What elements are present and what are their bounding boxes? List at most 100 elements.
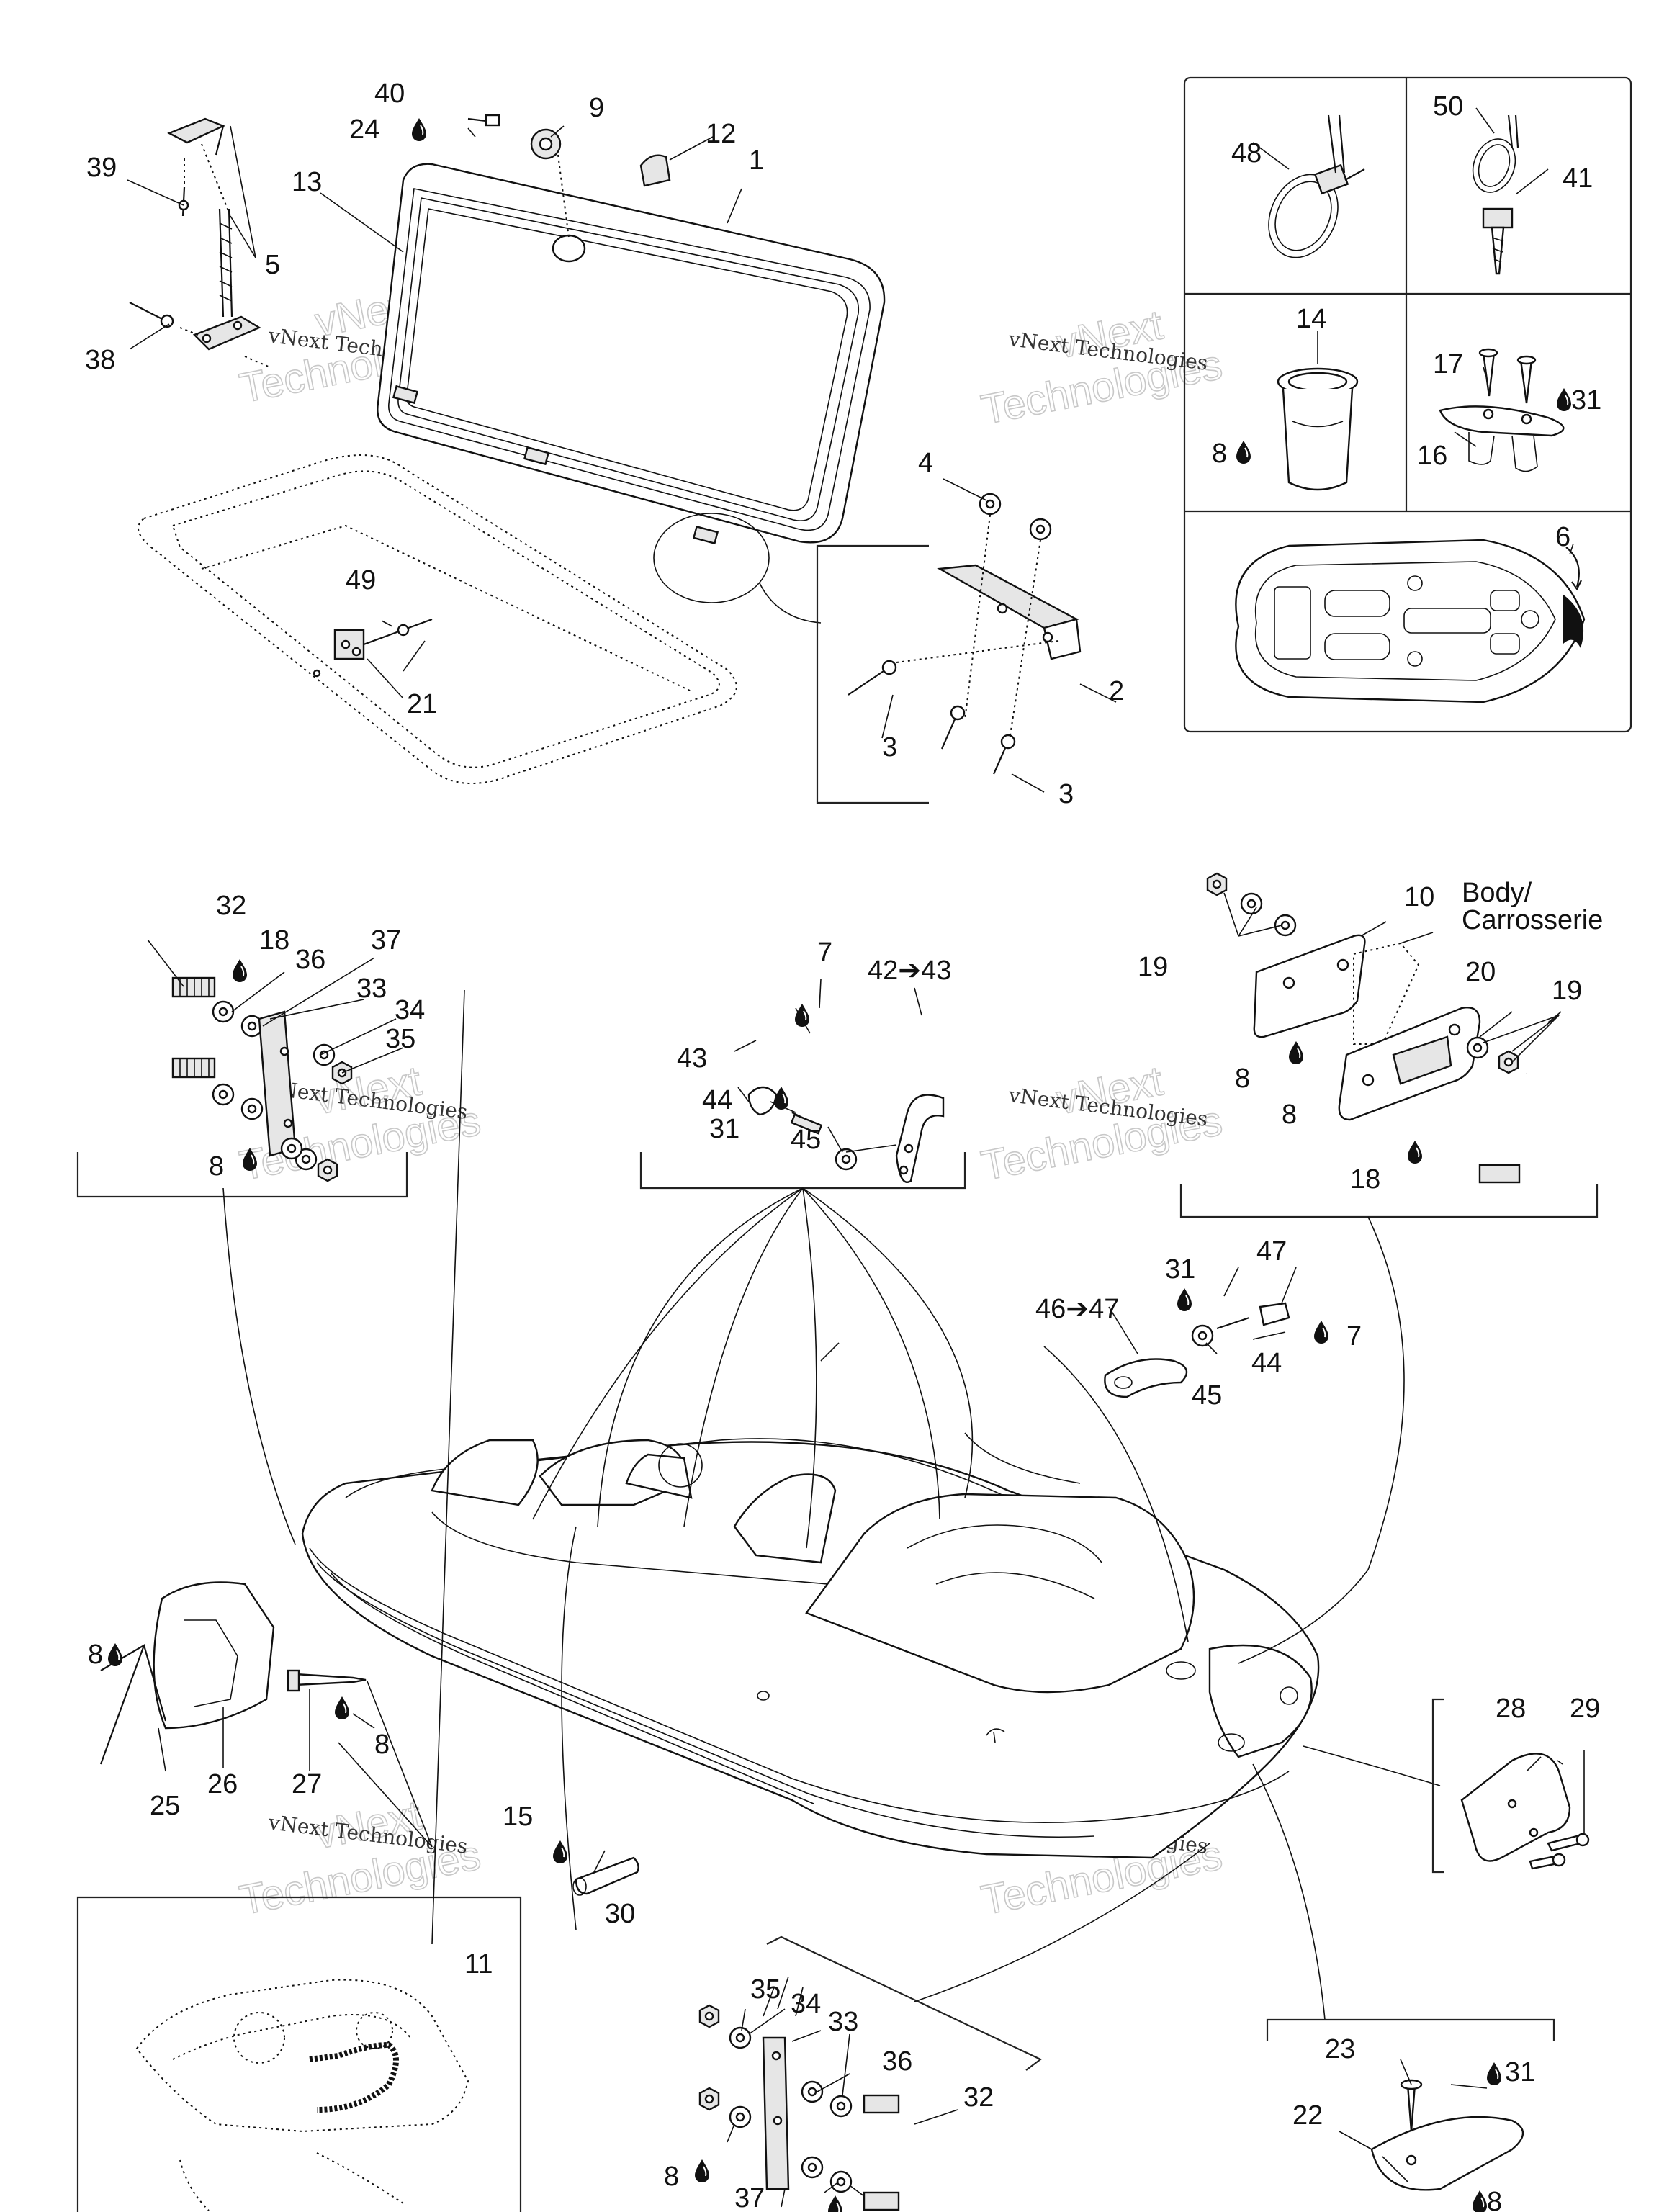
adhesive-drop-icon	[1556, 387, 1572, 412]
callout-32: 32	[963, 2082, 994, 2113]
adhesive-drop-icon	[1407, 1140, 1423, 1164]
callout-31: 31	[1571, 385, 1601, 415]
adhesive-drop-icon	[773, 1086, 789, 1110]
callout-38: 38	[85, 345, 115, 375]
callout-40: 40	[374, 78, 405, 109]
leader-lines	[127, 107, 1585, 2208]
callout-48: 48	[1231, 138, 1262, 168]
adhesive-drop-icon	[1472, 2190, 1488, 2212]
callout-5: 5	[265, 250, 280, 280]
ubolt-assembly-left	[76, 976, 408, 1198]
callout-16: 16	[1417, 441, 1447, 471]
callout-17: 17	[1433, 349, 1463, 379]
callout-39: 39	[86, 153, 117, 183]
adhesive-drop-icon	[1313, 1320, 1329, 1344]
callout-32: 32	[216, 891, 246, 921]
callout-18: 18	[259, 925, 289, 956]
callout-34: 34	[395, 995, 425, 1025]
callout-47: 47	[1256, 1236, 1287, 1267]
callout-31: 31	[1165, 1254, 1195, 1285]
callout-27: 27	[292, 1769, 322, 1799]
callout-8: 8	[1235, 1064, 1250, 1094]
adhesive-drop-icon	[694, 2159, 710, 2183]
body-label: Carrosserie	[1462, 905, 1603, 935]
callout-25: 25	[150, 1791, 180, 1821]
callout-19: 19	[1552, 976, 1582, 1006]
callout-15: 15	[503, 1802, 533, 1832]
adhesive-drop-icon	[411, 117, 427, 142]
callout-22: 22	[1292, 2100, 1323, 2131]
callout-8: 8	[1282, 1100, 1297, 1130]
callout-24: 24	[349, 114, 379, 145]
adhesive-drop-icon	[1288, 1040, 1304, 1065]
callout-8: 8	[1212, 439, 1227, 469]
callout-26: 26	[207, 1769, 238, 1799]
callout-18: 18	[1350, 1164, 1380, 1195]
adhesive-drop-icon	[794, 1003, 810, 1028]
callout-12: 12	[706, 119, 736, 149]
callout-44: 44	[702, 1085, 732, 1115]
adhesive-drop-icon	[827, 2195, 843, 2212]
boat-hull	[99, 1187, 1441, 2020]
callout-50: 50	[1433, 91, 1463, 122]
adhesive-drop-icon	[1177, 1287, 1192, 1312]
bracket-inset	[816, 493, 1082, 804]
adhesive-drop-icon	[107, 1642, 123, 1667]
callout-35: 35	[750, 1974, 781, 2005]
bow-eye-assembly-right	[1179, 872, 1601, 1218]
callout-43: 43	[677, 1043, 707, 1074]
adhesive-drop-icon	[232, 958, 248, 983]
callout-42-43: 42➔43	[868, 956, 951, 986]
hatch-lid-assembly	[129, 114, 886, 784]
callout-30: 30	[605, 1899, 635, 1929]
callout-3: 3	[882, 732, 897, 763]
callout-4: 4	[918, 448, 933, 478]
callout-45: 45	[791, 1125, 821, 1155]
ubolt-assembly-bottom	[698, 1936, 1043, 2211]
adhesive-drop-icon	[1486, 2062, 1502, 2086]
callout-33: 33	[356, 974, 387, 1004]
callout-45: 45	[1192, 1380, 1222, 1411]
callout-49: 49	[346, 565, 376, 595]
callout-8: 8	[209, 1151, 224, 1182]
callout-33: 33	[828, 2007, 858, 2037]
callout-14: 14	[1296, 304, 1326, 334]
callout-37: 37	[734, 2183, 765, 2212]
callout-8: 8	[374, 1730, 390, 1760]
callout-44: 44	[1251, 1348, 1282, 1378]
callout-labels: 1 2 3 3 4 5 6 7 7 8 8 8 8 8 8 8 8 9 10 1…	[85, 78, 1603, 2212]
callout-7: 7	[1346, 1321, 1362, 1352]
callout-34: 34	[791, 1989, 821, 2019]
callout-28: 28	[1496, 1694, 1526, 1724]
callout-6: 6	[1555, 522, 1570, 552]
sealing-strip-inset	[76, 1896, 522, 2212]
callout-9: 9	[589, 93, 604, 123]
body-label: Body/	[1462, 878, 1532, 908]
callout-11: 11	[464, 1949, 493, 1979]
callout-8: 8	[664, 2162, 679, 2192]
callout-41: 41	[1563, 163, 1593, 194]
callout-23: 23	[1325, 2034, 1355, 2064]
callout-8: 8	[88, 1640, 103, 1670]
callout-29: 29	[1570, 1694, 1600, 1724]
adhesive-drop-icon	[552, 1840, 568, 1864]
accessory-panel	[1183, 76, 1632, 733]
callout-31: 31	[1505, 2057, 1535, 2087]
callout-3: 3	[1058, 779, 1074, 809]
callout-2: 2	[1109, 676, 1124, 706]
callout-46-47: 46➔47	[1035, 1294, 1119, 1324]
callout-36: 36	[295, 945, 325, 975]
callout-37: 37	[371, 925, 401, 956]
bumper-inset	[1431, 1698, 1590, 1874]
callout-13: 13	[292, 167, 322, 197]
callout-20: 20	[1465, 957, 1496, 987]
adhesive-drop-icon	[1236, 440, 1251, 464]
callout-21: 21	[407, 689, 437, 719]
callout-36: 36	[882, 2046, 912, 2077]
callout-1: 1	[749, 145, 764, 176]
callout-7: 7	[817, 938, 832, 968]
callout-19: 19	[1138, 952, 1168, 982]
adhesive-drop-icon	[334, 1696, 350, 1720]
callout-10: 10	[1404, 882, 1434, 912]
